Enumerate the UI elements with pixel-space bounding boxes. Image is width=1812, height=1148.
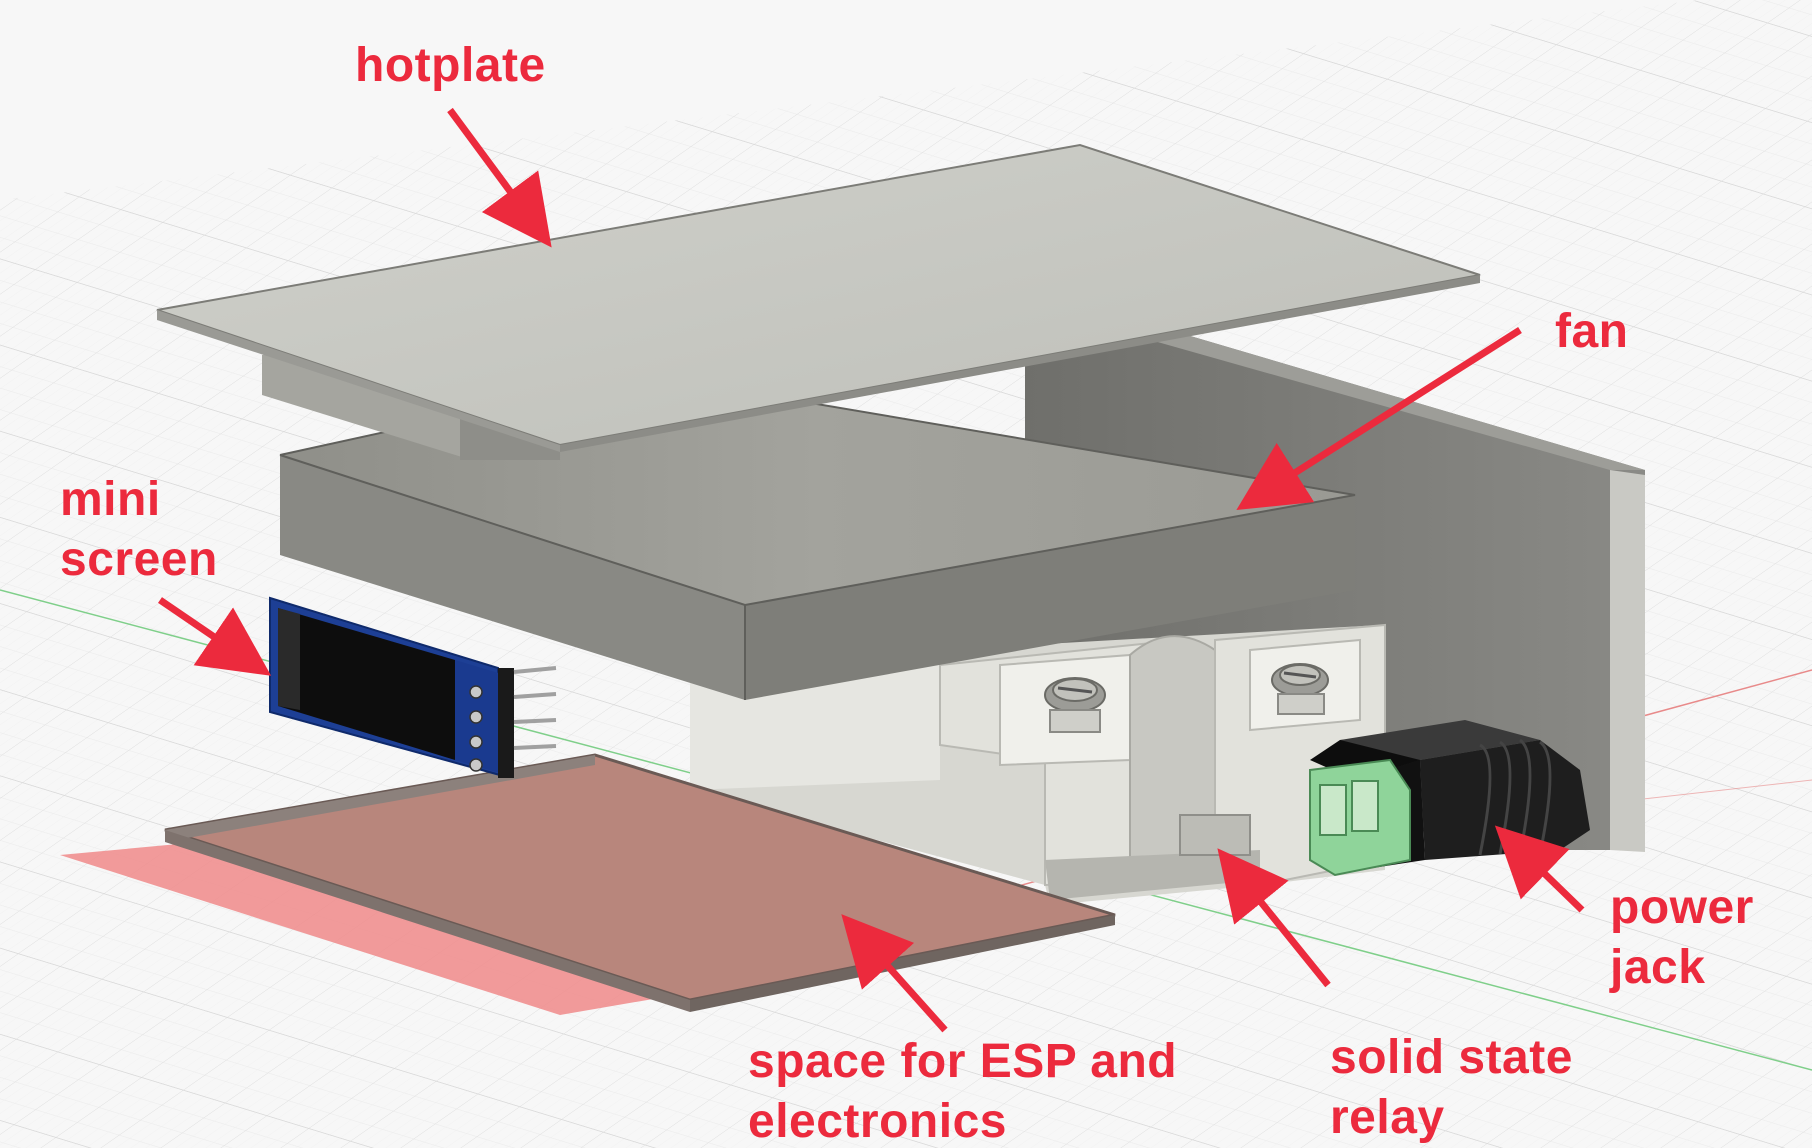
pin-header-icon	[469, 666, 557, 778]
hotplate-arrow	[447, 107, 552, 248]
label-mini-screen: mini screen	[60, 473, 218, 586]
mini-screen-arrow	[158, 597, 272, 676]
label-solid-state-relay: solid state relay	[1330, 1031, 1573, 1144]
screw-icon	[1271, 663, 1329, 715]
label-fan: fan	[1555, 305, 1629, 358]
annotation-arrows	[158, 107, 1585, 1033]
space-arrow	[841, 914, 948, 1033]
power-terminal	[1309, 758, 1411, 877]
hotplate	[156, 143, 1481, 460]
label-power-jack: power jack	[1610, 881, 1754, 994]
mini-screen	[269, 596, 557, 778]
label-space-for-esp: space for ESP and electronics	[748, 1035, 1178, 1148]
power-jack-arrow	[1494, 825, 1585, 913]
screw-icon	[1044, 677, 1106, 733]
label-hotplate: hotplate	[355, 39, 546, 92]
relay-arrow	[1217, 848, 1331, 988]
fan-arrow	[1236, 327, 1522, 511]
